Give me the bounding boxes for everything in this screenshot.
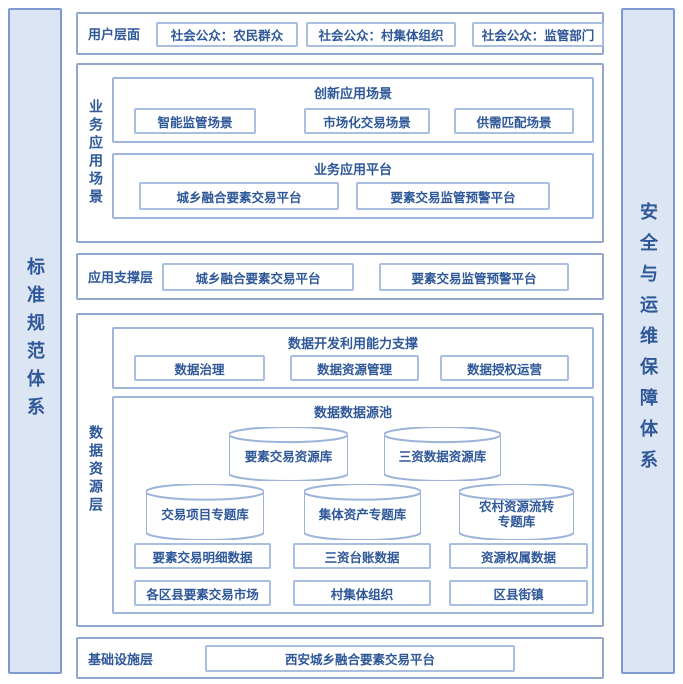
data-resource-label: 数据资源层	[88, 425, 104, 515]
data-capability-title: 数据开发利用能力支撑	[287, 336, 418, 351]
platform-box-urban-rural-trading: 城乡融合要素交易平台	[139, 182, 339, 210]
cylinder-icon	[459, 484, 574, 540]
data-box-resource-ownership: 资源权属数据	[449, 543, 588, 569]
capability-box-data-resource-mgmt: 数据资源管理	[290, 355, 419, 381]
infrastructure-section: 基础设施层 西安城乡融合要素交易平台	[76, 637, 604, 679]
business-platform-group: 业务应用平台 城乡融合要素交易平台 要素交易监管预警平台	[112, 153, 594, 219]
data-resource-label-wrap: 数据资源层	[85, 315, 107, 625]
data-box-district-county-streets: 区县街镇	[449, 580, 588, 606]
user-box-public-regulators: 社会公众：监管部门	[472, 22, 604, 47]
scenario-box-market-trading: 市场化交易场景	[304, 108, 430, 134]
infrastructure-label: 基础设施层	[88, 651, 154, 667]
platform-box-trade-warning: 要素交易监管预警平台	[356, 182, 550, 210]
capability-box-data-authorized-ops: 数据授权运营	[440, 355, 569, 381]
db-cylinder-sanzi-data-resource: 三资数据资源库	[384, 427, 501, 481]
cylinder-label: 农村资源流转专题库	[478, 500, 554, 529]
cylinder-label: 交易项目专题库	[161, 507, 249, 522]
data-box-factor-trade-detail: 要素交易明细数据	[134, 543, 271, 569]
infra-box-xian-platform: 西安城乡融合要素交易平台	[205, 645, 515, 672]
user-box-public-village-orgs: 社会公众：村集体组织	[306, 22, 456, 47]
application-support-label: 应用支撑层	[88, 270, 154, 285]
data-box-county-factor-markets: 各区县要素交易市场	[134, 580, 271, 606]
db-cylinder-factor-trade-resource: 要素交易资源库	[229, 427, 348, 481]
db-cylinder-collective-asset-theme: 集体资产专题库	[304, 484, 421, 540]
data-box-village-collective-orgs: 村集体组织	[293, 580, 431, 606]
standards-system-label: 标准规范体系	[25, 257, 45, 425]
business-platform-title: 业务应用平台	[313, 162, 392, 177]
standards-system-bar: 标准规范体系	[8, 8, 62, 674]
business-scenarios-label-wrap: 业务应用场景	[85, 65, 107, 241]
innovation-scenarios-title: 创新应用场景	[313, 86, 392, 101]
security-ops-system-bar: 安全与运维保障体系	[621, 8, 675, 674]
user-layer-label: 用户层面	[88, 27, 141, 42]
scenario-box-smart-supervision: 智能监管场景	[134, 108, 256, 134]
db-cylinder-rural-resource-transfer-theme: 农村资源流转专题库	[459, 484, 574, 540]
support-box-trade-warning: 要素交易监管预警平台	[379, 263, 569, 291]
business-scenarios-section: 业务应用场景 创新应用场景 智能监管场景 市场化交易场景 供需匹配场景 业务应用…	[76, 63, 604, 243]
cylinder-icon	[384, 427, 501, 481]
cylinder-label: 要素交易资源库	[244, 449, 333, 464]
data-resource-section: 数据资源层 数据开发利用能力支撑 数据治理 数据资源管理 数据授权运营 数据数据…	[76, 313, 604, 627]
scenario-box-supply-demand: 供需匹配场景	[454, 108, 574, 134]
data-capability-group: 数据开发利用能力支撑 数据治理 数据资源管理 数据授权运营	[112, 327, 594, 389]
user-layer-section: 用户层面 社会公众：农民群众 社会公众：村集体组织 社会公众：监管部门	[76, 12, 604, 55]
capability-box-data-governance: 数据治理	[134, 355, 265, 381]
cylinder-label: 三资数据资源库	[398, 449, 487, 464]
data-box-sanzi-ledger: 三资台账数据	[293, 543, 431, 569]
cylinder-icon	[304, 484, 421, 540]
cylinder-icon	[229, 427, 348, 481]
cylinder-icon	[146, 484, 264, 540]
data-source-pool-group: 数据数据源池 要素交易资源库 三资数据资源库	[112, 396, 594, 614]
data-source-pool-title: 数据数据源池	[313, 405, 392, 420]
application-support-section: 应用支撑层 城乡融合要素交易平台 要素交易监管预警平台	[76, 253, 604, 300]
db-cylinder-trade-project-theme: 交易项目专题库	[146, 484, 264, 540]
security-ops-system-label: 安全与运维保障体系	[638, 201, 658, 481]
business-scenarios-label: 业务应用场景	[88, 99, 104, 207]
innovation-scenarios-group: 创新应用场景 智能监管场景 市场化交易场景 供需匹配场景	[112, 77, 594, 143]
cylinder-label: 集体资产专题库	[318, 507, 407, 522]
user-box-public-farmers: 社会公众：农民群众	[156, 22, 298, 47]
support-box-urban-rural-trading: 城乡融合要素交易平台	[162, 263, 354, 291]
